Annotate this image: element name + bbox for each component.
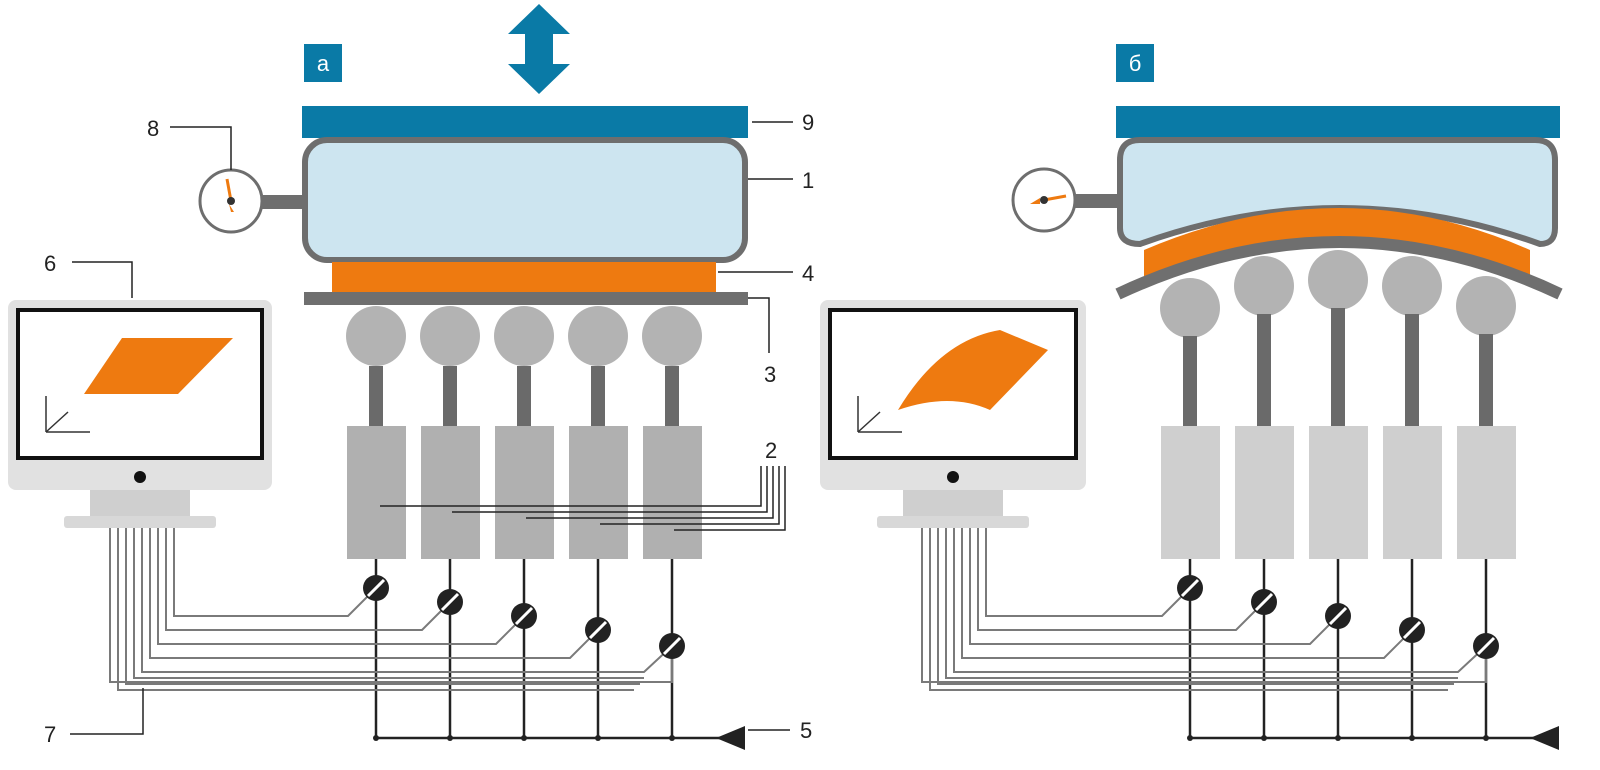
valve-icon <box>1473 633 1499 659</box>
piston <box>1382 256 1442 559</box>
piston <box>346 306 406 559</box>
pressure-bag <box>302 137 748 263</box>
press-plate <box>1116 106 1560 138</box>
piston-array-b <box>1160 250 1516 559</box>
panel-b: б <box>820 44 1563 750</box>
supply-lines-b <box>1188 559 1534 740</box>
callout-leaders-a <box>70 121 793 735</box>
callout-1: 1 <box>802 168 814 193</box>
callout-6: 6 <box>44 251 56 276</box>
valve-icon <box>511 603 537 629</box>
panel-b-label: б <box>1129 51 1142 76</box>
pressure-gauge-icon <box>198 168 304 234</box>
valve-icon <box>437 589 463 615</box>
callout-7: 7 <box>44 722 56 747</box>
workpiece-layer <box>1144 208 1530 280</box>
piston <box>1160 278 1220 559</box>
piston <box>1234 256 1294 559</box>
pressure-bag <box>1117 137 1558 248</box>
ground-triangle-icon <box>1530 726 1559 750</box>
axis-icon <box>45 396 90 433</box>
flexible-plate <box>304 292 748 305</box>
panel-a-badge: а <box>304 44 342 82</box>
valve-icon <box>585 617 611 643</box>
callout-2: 2 <box>765 438 777 463</box>
valve-icon <box>659 633 685 659</box>
valve-array-a <box>363 575 685 659</box>
piston <box>420 306 480 559</box>
piston <box>1308 250 1368 559</box>
piston <box>494 306 554 559</box>
panel-b-badge: б <box>1116 44 1154 82</box>
flexible-plate <box>1115 236 1563 300</box>
panel-a: а <box>8 4 814 750</box>
junctions-a <box>373 735 675 741</box>
press-plate <box>302 106 748 138</box>
pressure-gauge-icon <box>1011 167 1119 233</box>
callout-3: 3 <box>764 362 776 387</box>
workpiece-layer <box>332 262 716 292</box>
valve-array-b <box>1177 575 1499 659</box>
callout-9: 9 <box>802 110 814 135</box>
panel-a-label: а <box>317 51 330 76</box>
up-down-arrow-icon <box>508 4 570 94</box>
monitor-icon <box>8 300 272 528</box>
valve-icon <box>363 575 389 601</box>
callout-8: 8 <box>147 116 159 141</box>
axis-icon <box>857 396 902 433</box>
monitor-icon <box>820 300 1086 528</box>
control-wires-b <box>921 528 1487 691</box>
valve-icon <box>1177 575 1203 601</box>
junctions-b <box>1187 735 1489 741</box>
piston <box>568 306 628 559</box>
piston-array-a <box>346 306 702 559</box>
valve-icon <box>1251 589 1277 615</box>
curved-surface-shape <box>898 330 1048 410</box>
piston <box>1456 276 1516 559</box>
ground-triangle-icon <box>716 726 745 750</box>
flat-surface-shape <box>84 338 233 394</box>
callout-5: 5 <box>800 718 812 743</box>
valve-icon <box>1325 603 1351 629</box>
callout-2-leaders <box>380 466 786 531</box>
valve-icon <box>1399 617 1425 643</box>
callout-4: 4 <box>802 261 814 286</box>
control-wires-a <box>109 528 673 691</box>
piston <box>642 306 702 559</box>
